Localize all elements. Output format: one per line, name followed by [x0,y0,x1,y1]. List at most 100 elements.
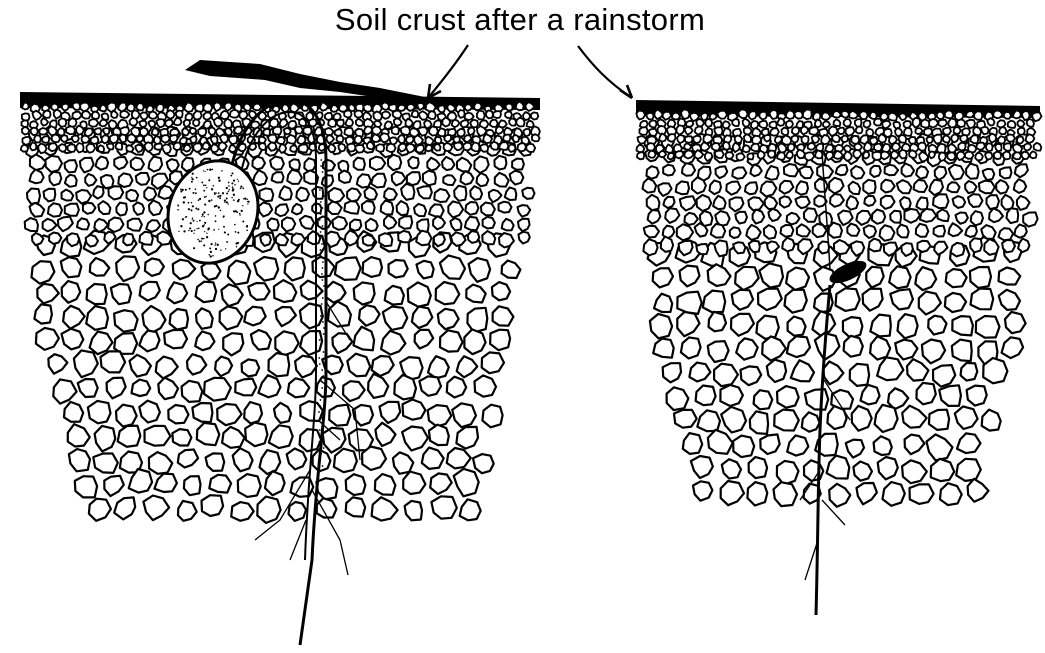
stipple-dot [195,208,197,210]
soil-aggregate [532,134,540,141]
soil-aggregate [475,375,497,396]
soil-aggregate [111,284,131,304]
stipple-dot [321,369,323,371]
soil-aggregate [332,217,347,230]
soil-aggregate [846,127,855,136]
soil-aggregate [1002,240,1015,252]
soil-aggregate [1004,143,1011,151]
soil-aggregate [510,171,524,185]
soil-aggregate [164,330,187,348]
soil-aggregate [329,188,345,203]
soil-aggregate [168,405,188,423]
stipple-dot [182,218,184,220]
soil-aggregate [417,261,434,279]
soil-aggregate [133,202,144,215]
stipple-dot [183,230,185,232]
soil-aggregate [1027,119,1034,127]
soil-aggregate [346,497,366,516]
soil-aggregate [721,481,744,505]
soil-aggregate [983,358,1007,383]
soil-aggregate [902,460,927,483]
stipple-dot [193,220,195,222]
soil-aggregate [399,144,407,152]
soil-aggregate [803,109,812,119]
soil-aggregate [90,258,110,276]
soil-aggregate [140,282,160,301]
soil-aggregate [167,282,187,303]
soil-aggregate [953,196,966,208]
soil-aggregate [714,127,722,135]
soil-aggregate [464,329,485,354]
soil-aggregate [834,119,841,126]
soil-aggregate [82,111,91,119]
soil-aggregate [947,182,959,192]
soil-aggregate [509,144,516,152]
stipple-dot [218,229,219,230]
soil-aggregate [300,429,322,451]
soil-aggregate [317,498,337,517]
soil-aggregate [183,145,191,152]
soil-aggregate [92,111,99,119]
soil-aggregate [491,142,499,150]
soil-aggregate [897,180,912,193]
soil-aggregate [225,103,233,111]
stipple-dot [204,204,206,206]
soil-aggregate [234,127,242,134]
soil-aggregate [412,307,433,328]
soil-aggregate [465,104,472,111]
soil-aggregate [376,144,384,152]
stipple-dot [226,193,228,195]
arrow-left [428,45,468,98]
soil-aggregate [481,203,495,216]
soil-aggregate [499,233,514,247]
soil-aggregate [344,128,353,136]
stipple-dot [220,249,221,250]
soil-aggregate [1000,167,1012,178]
soil-aggregate [744,134,751,142]
soil-aggregate [968,479,989,502]
soil-aggregate [685,127,693,135]
stipple-dot [323,195,325,197]
soil-aggregate [730,227,741,238]
soil-aggregate [954,127,961,134]
soil-aggregate [101,351,126,372]
soil-aggregate [178,450,198,468]
soil-aggregate [1032,112,1041,121]
soil-aggregate [516,118,524,127]
soil-aggregate [948,119,956,128]
soil-aggregate [653,268,673,287]
soil-aggregate [224,119,232,129]
stipple-dot [320,213,322,215]
soil-aggregate [23,137,31,145]
soil-aggregate [693,481,712,500]
soil-aggregate [890,211,901,223]
soil-aggregate [98,201,110,214]
soil-aggregate [767,241,779,253]
soil-aggregate [505,112,512,118]
soil-aggregate [184,476,201,495]
soil-aggregate [851,166,864,179]
soil-aggregate [389,260,408,278]
soil-aggregate [693,136,701,144]
soil-aggregate [356,119,364,126]
soil-aggregate [373,111,382,120]
soil-aggregate [308,231,321,244]
stipple-dot [215,243,216,244]
soil-aggregate [764,225,776,239]
soil-aggregate [301,281,323,300]
soil-aggregate [955,406,978,429]
soil-aggregate [48,354,67,374]
stipple-dot [323,327,325,329]
soil-aggregate [206,453,225,471]
soil-aggregate [190,128,196,134]
soil-aggregate [751,144,759,151]
soil-aggregate [287,170,302,184]
soil-aggregate [408,157,419,169]
soil-aggregate [242,359,260,376]
soil-aggregate [172,429,191,445]
soil-aggregate [114,310,138,332]
soil-aggregate [880,113,888,121]
stipple-dot [218,180,220,182]
soil-aggregate [397,201,409,215]
soil-aggregate [78,379,98,397]
